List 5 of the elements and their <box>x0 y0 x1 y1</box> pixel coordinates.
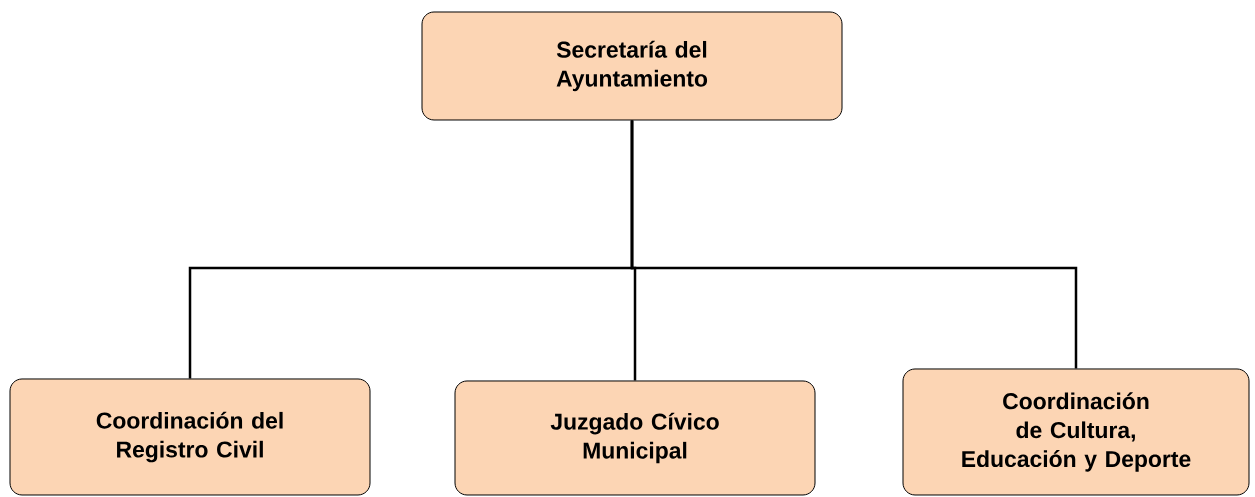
org-box: Coordinación de Cultura, Educación y Deporte <box>902 368 1250 496</box>
org-box: Secretaría del Ayuntamiento <box>421 11 843 121</box>
org-box: Juzgado Cívico Municipal <box>454 380 816 496</box>
org-box: Coordinación del Registro Civil <box>9 378 371 496</box>
connector-line <box>630 120 1078 369</box>
